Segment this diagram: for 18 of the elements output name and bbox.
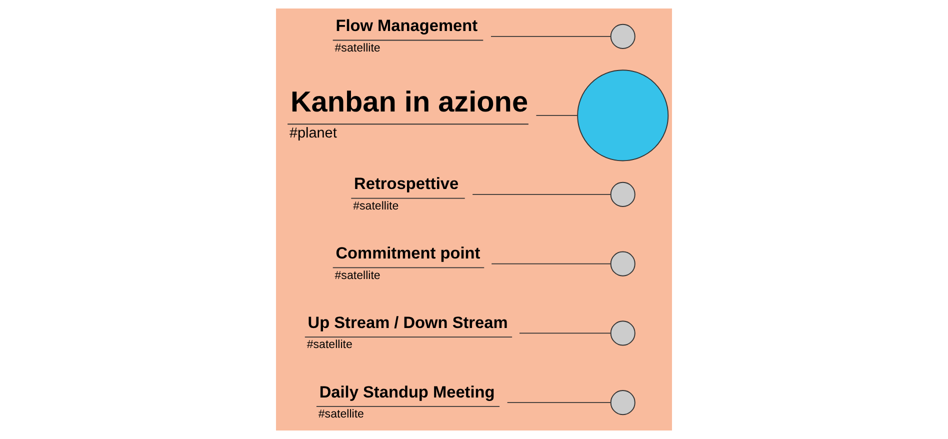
connector [472, 194, 612, 195]
node-text: Daily Standup Meeting #satellite [318, 383, 495, 421]
connector [490, 36, 612, 37]
node-text: Commitment point #satellite [334, 244, 480, 282]
node-circle [610, 24, 636, 49]
node-circle [610, 320, 636, 346]
node-text: Retrospettive #satellite [353, 175, 459, 212]
node-text: Kanban in azione #planet [289, 86, 528, 142]
connector [536, 114, 578, 116]
node-circle [610, 390, 636, 416]
connector [519, 332, 612, 334]
node-circle [610, 182, 636, 207]
node-circle [577, 70, 669, 162]
node-text: Up Stream / Down Stream #satellite [306, 314, 508, 352]
node-text: Flow Management #satellite [334, 17, 478, 54]
connector [491, 263, 612, 264]
node-circle [610, 251, 636, 276]
connector [506, 402, 612, 404]
